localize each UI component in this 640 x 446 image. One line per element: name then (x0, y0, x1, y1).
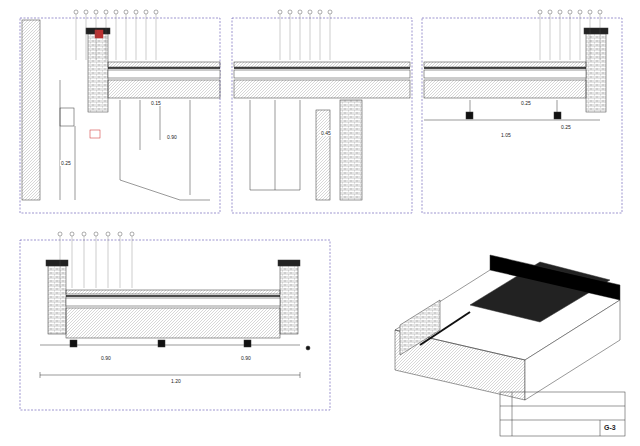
dimension-label: 0.25 (60, 160, 72, 166)
dimension-label: 1.05 (500, 132, 512, 138)
dimension-label: 1.20 (170, 378, 182, 384)
dimension-label: 0.90 (240, 355, 252, 361)
dimension-label: 0.45 (320, 130, 332, 136)
sheet-number: G-3 (603, 424, 617, 432)
dimension-label: 0.90 (100, 355, 112, 361)
dimension-label: 0.15 (150, 100, 162, 106)
dimension-label: 0.25 (520, 100, 532, 106)
dimension-label: 0.25 (560, 124, 572, 130)
dimension-label: 0.90 (166, 134, 178, 140)
